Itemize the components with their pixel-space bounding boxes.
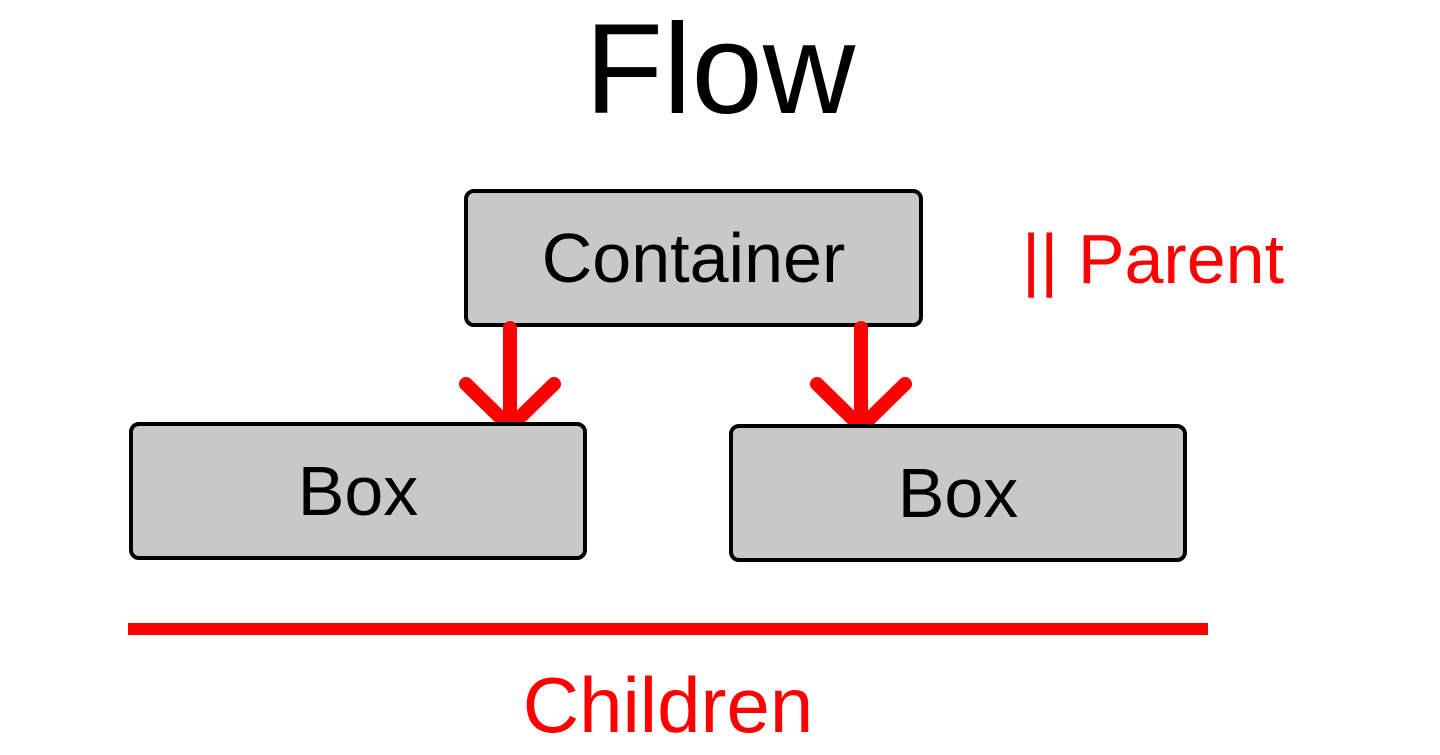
container-node-label: Container [541,219,846,297]
right-box-node: Box [729,424,1187,562]
parent-annotation: || Parent [1022,220,1285,298]
diagram-title: Flow [584,0,856,141]
right-box-node-label: Box [897,454,1019,532]
left-box-node-label: Box [297,452,419,530]
container-node: Container [464,189,923,327]
down-arrow-left-icon [459,321,561,434]
left-box-node: Box [129,422,587,560]
children-underline [128,623,1208,635]
down-arrow-right-icon [810,321,912,434]
children-annotation: Children [522,661,814,749]
